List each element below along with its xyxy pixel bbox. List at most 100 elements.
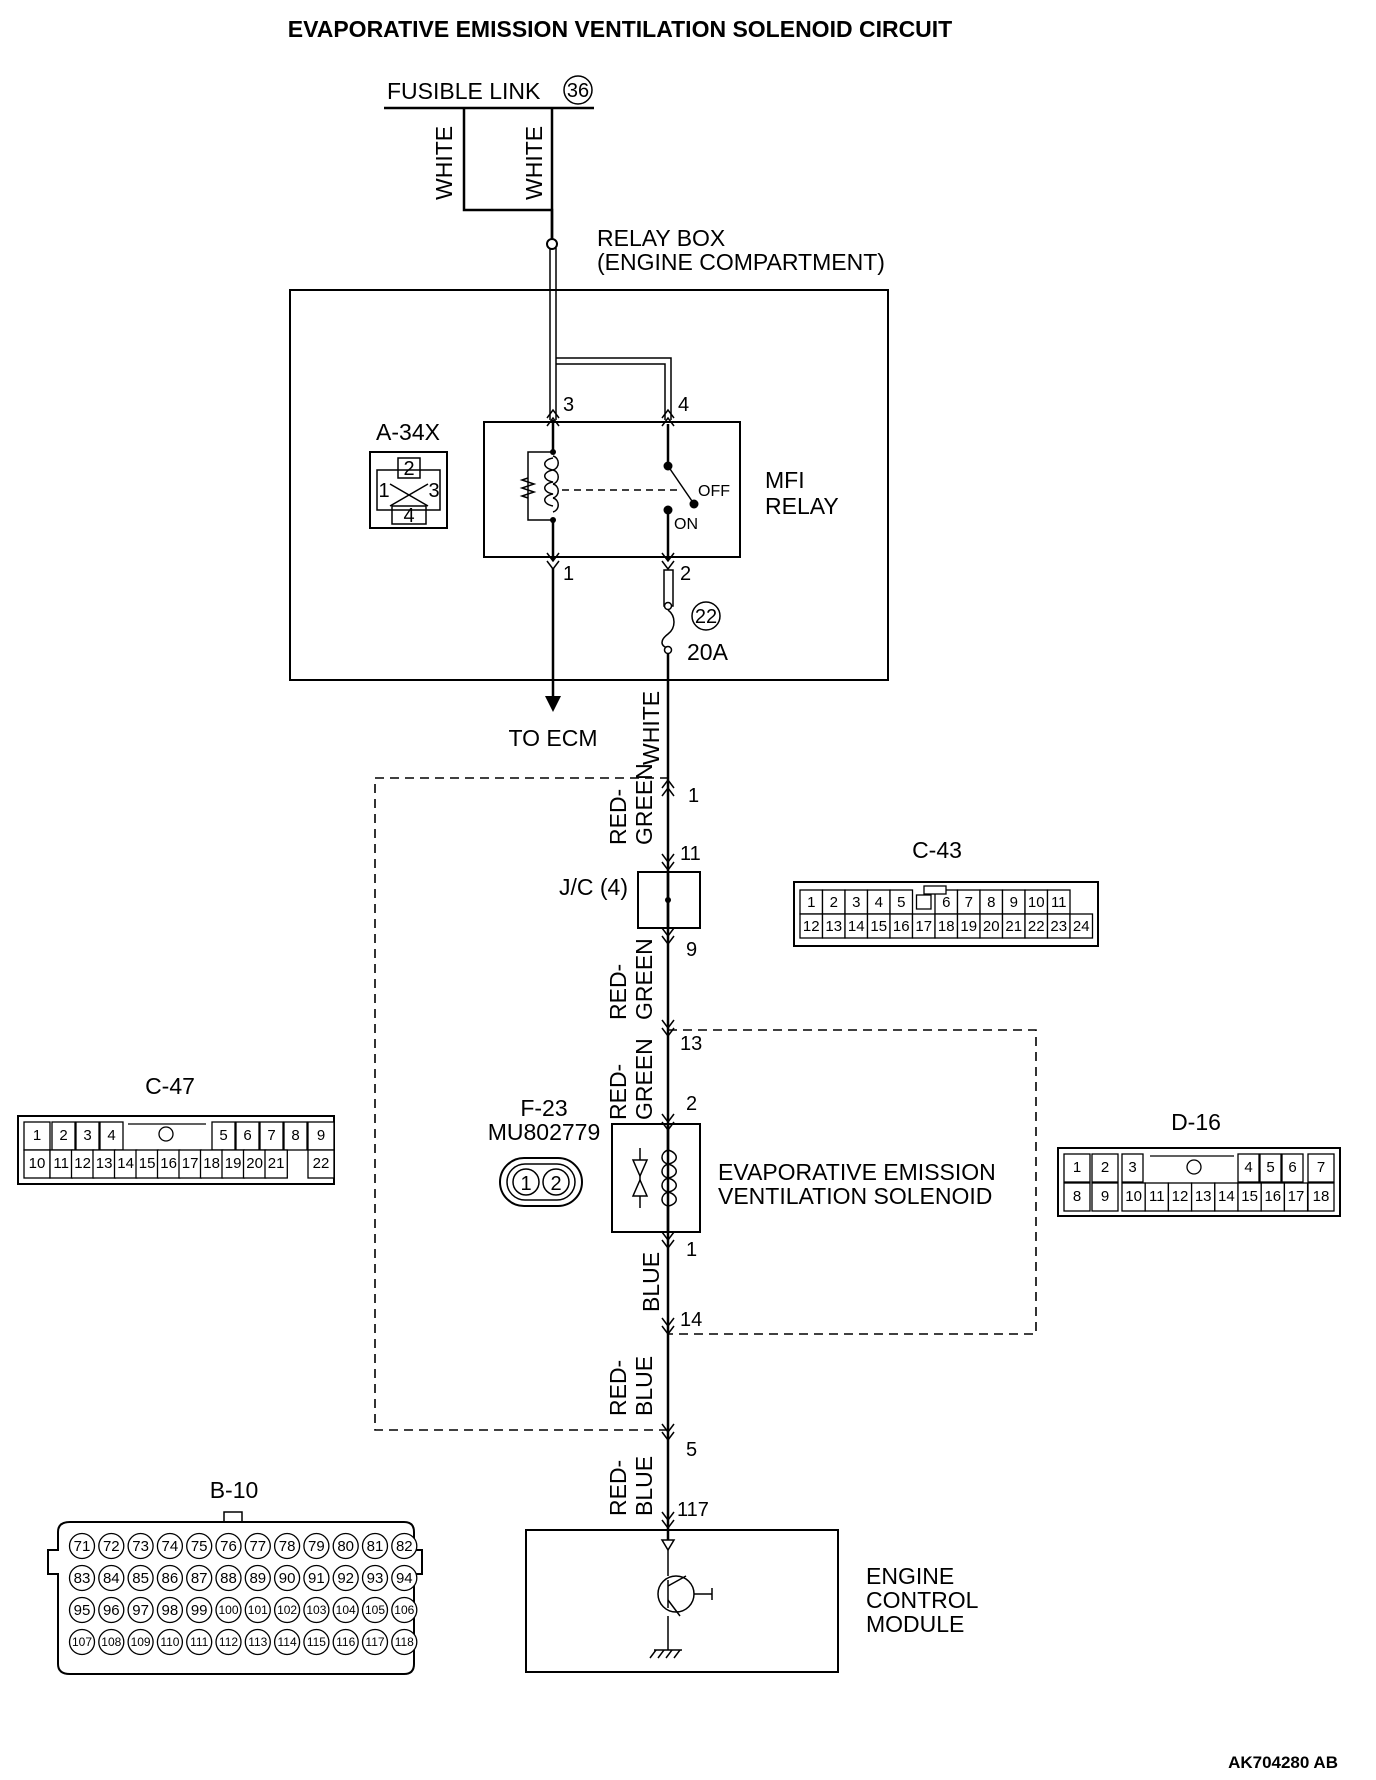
b10-pin-label: 111 [190, 1635, 209, 1649]
fuse-number: 22 [695, 606, 717, 628]
c43-pin-label: 18 [938, 918, 955, 935]
c47-pin-label: 5 [219, 1127, 227, 1144]
solenoid-label-1: EVAPORATIVE EMISSION [718, 1159, 996, 1185]
d16-pin-label: 7 [1317, 1159, 1325, 1176]
b10-pin-label: 87 [191, 1570, 208, 1587]
b10-pin [156, 1628, 184, 1656]
c47-pin-label: 6 [243, 1127, 251, 1144]
c43-pin-label: 12 [803, 918, 820, 935]
b10-pin-label: 84 [103, 1570, 120, 1587]
c43-pin-label: 17 [915, 918, 932, 935]
c43-cell [1069, 913, 1094, 939]
c47-pin-label: 8 [291, 1127, 299, 1144]
b10-pin [332, 1532, 359, 1560]
b10-pin [244, 1564, 271, 1592]
c47-pin-label: 17 [182, 1155, 199, 1172]
wire-color-green-3: GREEN [631, 1038, 657, 1120]
relay-pin-4: 4 [678, 394, 689, 416]
relay-box [289, 289, 889, 681]
svg-text:3: 3 [428, 480, 439, 502]
b10-pin [127, 1628, 154, 1656]
b10-pin-label: 90 [279, 1570, 296, 1587]
c47-pin-label: 2 [59, 1127, 67, 1144]
terminal-9: 9 [686, 939, 697, 961]
b10-pin-label: 100 [218, 1603, 238, 1617]
svg-text:1: 1 [378, 480, 389, 502]
b10-pin [303, 1532, 330, 1560]
b10-pin [68, 1596, 96, 1624]
d16-pin-label: 12 [1172, 1188, 1189, 1205]
d16-cell [1259, 1153, 1282, 1183]
b10-pin [391, 1532, 418, 1560]
c47-pin-label: 7 [267, 1127, 275, 1144]
connector-f23-name: F-23 [520, 1095, 567, 1121]
b10-pin-label: 74 [162, 1538, 179, 1555]
b10-pin-label: 89 [249, 1570, 266, 1587]
b10-pin [156, 1564, 184, 1592]
c47-pin-label: 21 [268, 1155, 285, 1172]
d16-pin-label: 14 [1218, 1188, 1235, 1205]
c47-pin-label: 15 [139, 1155, 156, 1172]
c43-pin-label: 24 [1073, 918, 1090, 935]
engine-control-module [525, 1529, 839, 1673]
b10-pin-label: 102 [277, 1603, 297, 1617]
diagram-code: AK704280 AB [1228, 1753, 1338, 1772]
c43-pin-label: 21 [1005, 918, 1022, 935]
b10-pin [244, 1628, 271, 1656]
b10-pin [244, 1532, 271, 1560]
c43-pin-label: 11 [1051, 894, 1067, 911]
wire-color-red-3: RED- [605, 1064, 631, 1120]
b10-pin [361, 1532, 389, 1560]
wire-color-red-2: RED- [605, 964, 631, 1020]
harness-outline-2 [668, 1029, 1037, 1335]
ecm-label-1: ENGINE [866, 1563, 954, 1589]
d16-pin-label: 6 [1288, 1159, 1296, 1176]
c47-cell [264, 1149, 288, 1179]
b10-pin-label: 110 [160, 1635, 179, 1649]
b10-pin-label: 104 [336, 1603, 356, 1617]
b10-pin-label: 105 [365, 1603, 385, 1617]
c43-pin-label: 1 [807, 894, 815, 911]
d16-pin-label: 16 [1264, 1188, 1281, 1205]
junction-connector: J/C (4) [559, 871, 701, 929]
b10-pin [156, 1532, 184, 1560]
wire-color-green-2: GREEN [631, 938, 657, 1020]
c47-pin-label: 4 [107, 1127, 115, 1144]
c43-pin-label: 6 [942, 894, 950, 911]
c47-cell [307, 1121, 335, 1151]
b10-pin-label: 97 [132, 1602, 149, 1619]
wire-color-blue-1: BLUE [638, 1252, 664, 1312]
b10-pin [215, 1532, 242, 1560]
b10-pin-label: 115 [307, 1635, 326, 1649]
c43-pin-label: 7 [965, 894, 973, 911]
b10-pin [186, 1628, 213, 1656]
b10-pin [68, 1532, 96, 1560]
b10-pin-label: 95 [74, 1602, 91, 1619]
evap-solenoid [611, 1123, 701, 1233]
b10-pin [361, 1564, 389, 1592]
c47-cell [283, 1121, 308, 1151]
terminal-14: 14 [680, 1309, 702, 1331]
c43-lock [923, 885, 947, 895]
b10-pin [127, 1596, 154, 1624]
b10-pin-label: 108 [101, 1635, 121, 1649]
d16-pin-label: 17 [1288, 1188, 1305, 1205]
relay-box-label-2: (ENGINE COMPARTMENT) [597, 249, 885, 275]
relay-off-label: OFF [698, 483, 730, 500]
relay-on-label: ON [674, 516, 698, 533]
b10-pin [186, 1532, 213, 1560]
connector-c43-name: C-43 [912, 837, 962, 863]
connector-c47-name: C-47 [145, 1073, 195, 1099]
connector-f23: F-23 MU802779 1 2 [488, 1095, 600, 1207]
b10-pin [303, 1628, 330, 1656]
c47-pin-label: 12 [74, 1155, 91, 1172]
b10-pin [361, 1596, 389, 1624]
b10-pin [273, 1532, 301, 1560]
c47-pin-label: 3 [83, 1127, 91, 1144]
c47-pin-label: 1 [33, 1127, 41, 1144]
wire-to-ecm: TO ECM [508, 568, 598, 751]
connector-a34x: A-34X 2 1 3 4 [369, 419, 448, 529]
b10-pin-label: 107 [72, 1635, 92, 1649]
ecm-label-3: MODULE [866, 1611, 964, 1637]
connector-a34x-name: A-34X [376, 419, 440, 445]
